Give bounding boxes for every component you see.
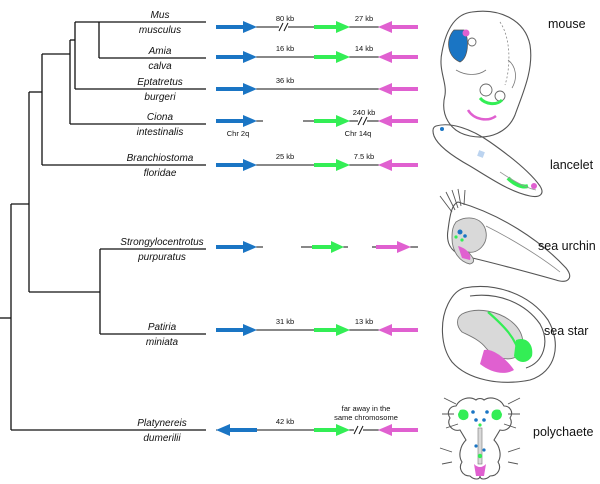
- epithet-label: purpuratus: [137, 252, 186, 263]
- epithet-label: intestinalis: [137, 127, 184, 138]
- common-name-labels: mouse lancelet sea urchin sea star polyc…: [533, 17, 596, 439]
- epithet-label: miniata: [146, 337, 179, 348]
- distance-label: 80 kb: [276, 14, 294, 23]
- magenta-gene-arrow: [378, 51, 418, 63]
- cluster-row-ciona: 240 kb Chr 2q Chr 14q: [216, 108, 418, 138]
- chromosome-label: Chr 14q: [345, 129, 372, 138]
- sea-star-larva-illustration: [441, 285, 556, 383]
- genus-label: Eptatretus: [137, 77, 183, 88]
- magenta-gene-arrow: [378, 424, 418, 436]
- blue-gene-arrow: [216, 424, 257, 436]
- blue-gene-arrow: [216, 21, 257, 33]
- genus-label: Platynereis: [137, 418, 186, 429]
- genus-label: Branchiostoma: [127, 153, 194, 164]
- cluster-row-mus: 80 kb 27 kb: [216, 14, 418, 33]
- species-labels: Mus musculus Amia calva Eptatretus burge…: [120, 10, 203, 444]
- cluster-row-branchiostoma: 25 kb 7.5 kb: [216, 152, 418, 171]
- genus-label: Patiria: [148, 322, 177, 333]
- cluster-row-platynereis: 42 kb far away in the same chromosome: [216, 404, 418, 436]
- epithet-label: calva: [148, 61, 172, 72]
- green-gene-arrow: [314, 159, 350, 171]
- magenta-gene-arrow: [378, 115, 418, 127]
- distance-label: 31 kb: [276, 317, 294, 326]
- genus-label: Mus: [151, 10, 170, 21]
- magenta-gene-arrow: [378, 21, 418, 33]
- green-gene-arrow: [314, 424, 350, 436]
- common-name-label: sea star: [544, 324, 588, 338]
- distance-label: 36 kb: [276, 76, 294, 85]
- blue-gene-arrow: [216, 51, 257, 63]
- genus-label: Amia: [148, 46, 172, 57]
- blue-gene-arrow: [216, 241, 257, 253]
- genus-label: Strongylocentrotus: [120, 237, 203, 248]
- blue-gene-arrow: [216, 83, 257, 95]
- magenta-gene-arrow: [378, 324, 418, 336]
- cluster-row-strongylocentrotus: [216, 241, 418, 253]
- distance-label: 13 kb: [355, 317, 373, 326]
- green-gene-arrow: [314, 115, 350, 127]
- common-name-label: sea urchin: [538, 239, 596, 253]
- cluster-row-amia: 16 kb 14 kb: [216, 44, 418, 63]
- gene-clusters: 80 kb 27 kb 16 kb 14 kb 36 kb: [216, 14, 418, 436]
- magenta-gene-arrow: [378, 83, 418, 95]
- distance-label: 16 kb: [276, 44, 294, 53]
- blue-gene-arrow: [216, 115, 257, 127]
- lancelet-larva-illustration: [432, 124, 543, 198]
- green-gene-arrow: [314, 21, 350, 33]
- distance-label: 25 kb: [276, 152, 294, 161]
- epithet-label: musculus: [139, 25, 181, 36]
- distance-label: 42 kb: [276, 417, 294, 426]
- phylogenetic-tree: [0, 21, 206, 431]
- genus-label: Ciona: [147, 112, 174, 123]
- cluster-row-patiria: 31 kb 13 kb: [216, 317, 418, 336]
- distance-label: 240 kb: [353, 108, 376, 117]
- blue-gene-arrow: [216, 159, 257, 171]
- magenta-gene-arrow: [376, 241, 411, 253]
- epithet-label: dumerilii: [143, 433, 181, 444]
- annotation-label: far away in the: [342, 404, 391, 413]
- distance-label: 7.5 kb: [354, 152, 374, 161]
- green-gene-arrow: [314, 51, 350, 63]
- blue-gene-arrow: [216, 324, 257, 336]
- magenta-gene-arrow: [378, 159, 418, 171]
- sea-urchin-larva-illustration: [439, 188, 571, 282]
- green-gene-arrow: [314, 324, 350, 336]
- common-name-label: mouse: [548, 17, 586, 31]
- common-name-label: lancelet: [550, 158, 594, 172]
- chromosome-label: Chr 2q: [227, 129, 250, 138]
- green-gene-arrow: [312, 241, 344, 253]
- annotation-label: same chromosome: [334, 413, 398, 422]
- epithet-label: floridae: [144, 168, 177, 179]
- distance-label: 27 kb: [355, 14, 373, 23]
- epithet-label: burgeri: [144, 92, 176, 103]
- common-name-label: polychaete: [533, 425, 594, 439]
- mouse-embryo-illustration: [440, 10, 532, 138]
- cluster-row-eptatretus: 36 kb: [216, 76, 418, 95]
- distance-label: 14 kb: [355, 44, 373, 53]
- polychaete-larva-illustration: [439, 397, 521, 480]
